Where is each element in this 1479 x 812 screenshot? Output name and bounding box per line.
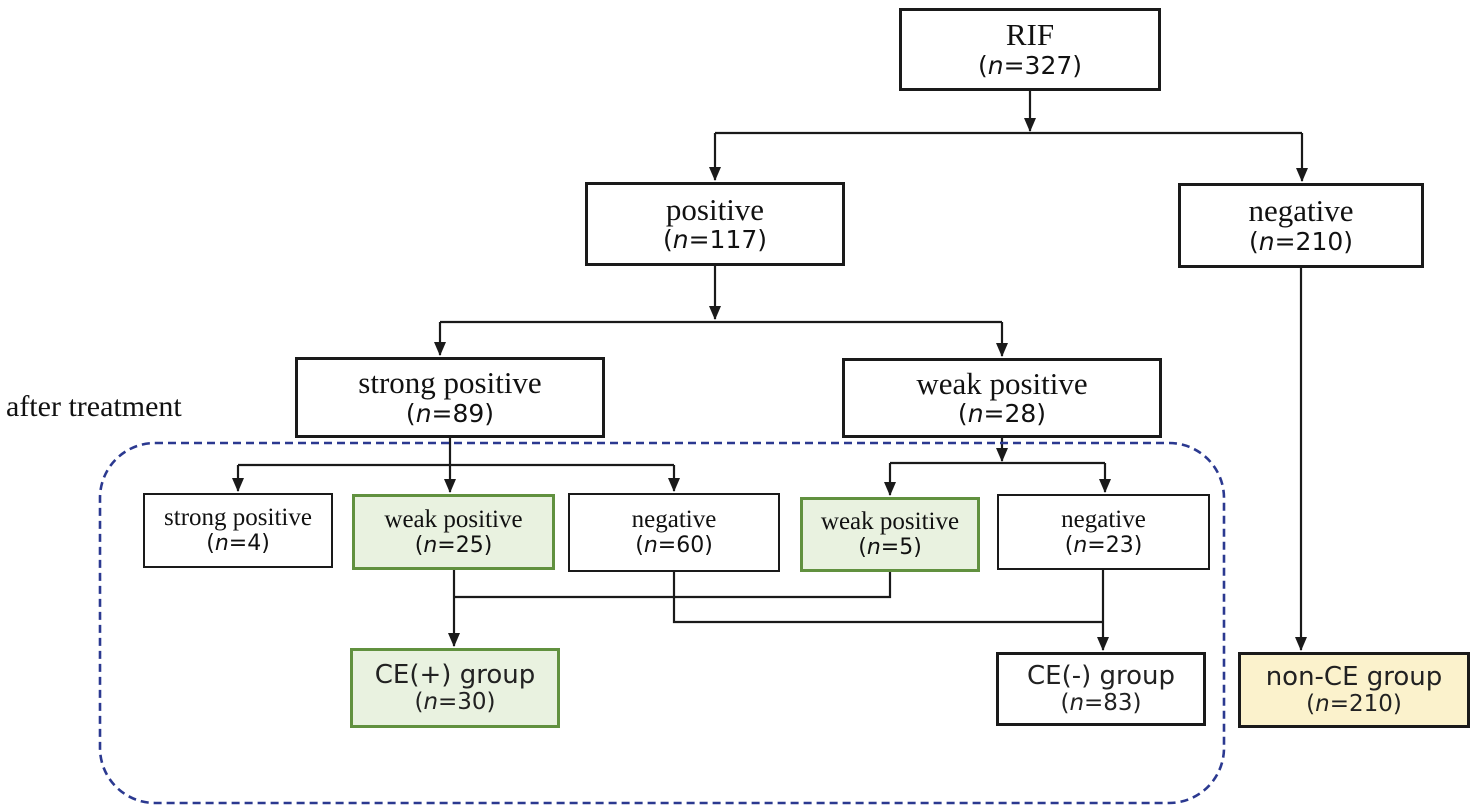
node-ce-negative-group: CE(-) group (n=83)	[996, 652, 1206, 726]
node-after-negative-23: negative (n=23)	[997, 494, 1210, 570]
node-ce-negative-group-count: (n=83)	[1060, 689, 1142, 716]
node-positive-label: positive	[665, 191, 765, 227]
node-after-weak-positive-5-count: (n=5)	[858, 535, 922, 561]
node-negative-count: (n=210)	[1248, 226, 1354, 256]
node-after-strong-positive-label: strong positive	[164, 504, 312, 532]
node-positive: positive (n=117)	[585, 182, 845, 266]
node-after-negative-23-count: (n=23)	[1064, 532, 1143, 558]
node-rif-label: RIF	[1005, 17, 1055, 53]
node-non-ce-group: non-CE group (n=210)	[1238, 652, 1470, 728]
connector-wp5-merge	[454, 572, 892, 599]
connector-neg60-merge	[672, 572, 1103, 624]
node-after-negative-60-count: (n=60)	[635, 533, 713, 559]
node-negative: negative (n=210)	[1178, 183, 1424, 268]
node-weak-positive-label: weak positive	[916, 365, 1088, 401]
after-treatment-annotation: after treatment	[6, 390, 182, 423]
node-ce-positive-group-count: (n=30)	[414, 688, 496, 715]
node-rif-count: (n=327)	[977, 50, 1083, 80]
node-after-strong-positive: strong positive (n=4)	[143, 493, 333, 568]
node-ce-negative-group-label: CE(-) group	[1026, 660, 1176, 691]
node-negative-label: negative	[1248, 193, 1354, 229]
node-weak-positive: weak positive (n=28)	[842, 358, 1162, 438]
node-after-negative-60-label: negative	[631, 506, 717, 534]
node-strong-positive-label: strong positive	[358, 365, 542, 401]
node-rif: RIF (n=327)	[899, 8, 1161, 91]
node-positive-count: (n=117)	[662, 225, 768, 255]
node-strong-positive-count: (n=89)	[405, 398, 495, 428]
node-ce-positive-group-label: CE(+) group	[374, 659, 536, 690]
node-after-weak-positive-25-label: weak positive	[384, 505, 523, 533]
node-after-negative-23-label: negative	[1061, 505, 1146, 533]
node-after-weak-positive-25-count: (n=25)	[414, 532, 493, 558]
node-after-weak-positive-25: weak positive (n=25)	[352, 494, 555, 570]
node-non-ce-group-label: non-CE group	[1265, 661, 1443, 692]
node-after-strong-positive-count: (n=4)	[206, 531, 270, 557]
node-after-negative-60: negative (n=60)	[568, 493, 780, 572]
node-ce-positive-group: CE(+) group (n=30)	[350, 648, 560, 728]
node-weak-positive-count: (n=28)	[957, 399, 1047, 429]
node-after-weak-positive-5: weak positive (n=5)	[800, 497, 980, 572]
node-after-weak-positive-5-label: weak positive	[820, 508, 960, 536]
node-non-ce-group-count: (n=210)	[1306, 690, 1402, 717]
node-strong-positive: strong positive (n=89)	[295, 357, 605, 438]
